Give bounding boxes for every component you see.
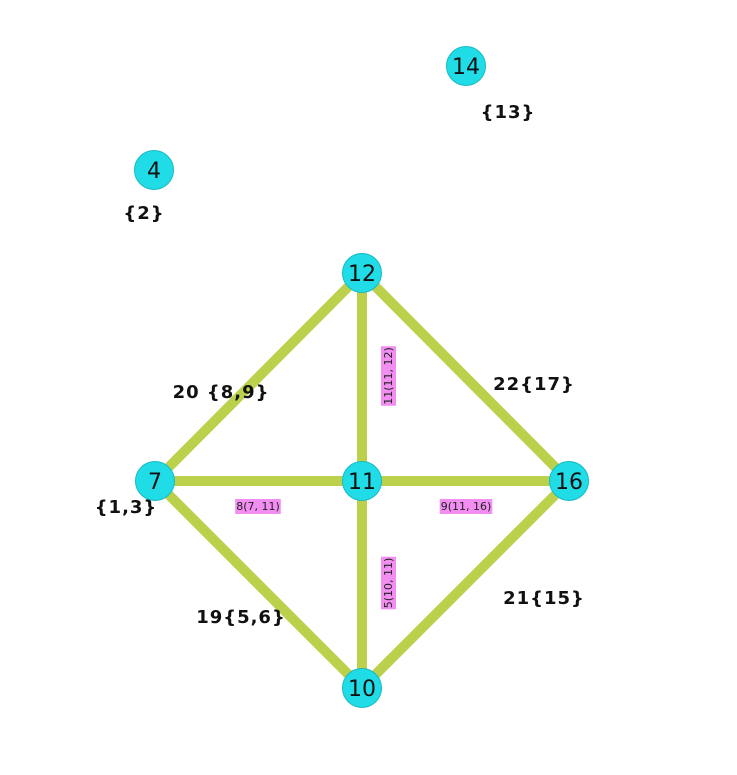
node-circle: [134, 150, 174, 190]
node-circle: [135, 461, 175, 501]
edge-tag: 5(10, 11): [381, 556, 396, 610]
node-circle: [342, 668, 382, 708]
edge-e16-10: [357, 476, 574, 693]
edge-tag: 11(11, 12): [381, 346, 396, 406]
node-set-label: {13}: [481, 102, 536, 123]
node-10[interactable]: 10: [342, 668, 382, 708]
edge-tag-text: 8(7, 11): [236, 500, 280, 513]
node-14[interactable]: 14: [446, 46, 486, 86]
edge-label: 22{17}: [493, 374, 575, 395]
nodes-layer: 14 4 12 7 11 16 10: [134, 46, 589, 708]
node-label: 4: [147, 159, 161, 184]
node-11[interactable]: 11: [342, 461, 382, 501]
node-4[interactable]: 4: [134, 150, 174, 190]
edge-label: 21{15}: [503, 588, 585, 609]
node-circle: [342, 461, 382, 501]
edge-tag-text: 11(11, 12): [382, 347, 395, 405]
edge-tag-background: [439, 499, 493, 514]
node-set-label: {1,3}: [95, 497, 158, 518]
edge-tag-background: [381, 556, 396, 610]
edge-tag: 9(11, 16): [439, 499, 493, 514]
edge-tag: 8(7, 11): [235, 499, 281, 514]
node-16[interactable]: 16: [549, 461, 589, 501]
node-label: 12: [348, 262, 376, 287]
node-label: 14: [452, 55, 480, 80]
edge-e12-16: [357, 268, 574, 486]
node-circle: [446, 46, 486, 86]
node-7[interactable]: 7: [135, 461, 175, 501]
node-label: 7: [148, 470, 162, 495]
edges-layer: [150, 268, 574, 693]
edge-tag-background: [235, 499, 281, 514]
edge-tag-background: [381, 346, 396, 406]
edge-e7-12: [150, 268, 367, 486]
edge-label: 20 {8,9}: [173, 382, 270, 403]
labels-layer: {13} {2} {1,3} 20 {8,9} 22{17} 21{15} 19{5,6} 1…: [95, 102, 585, 628]
node-label: 16: [555, 470, 583, 495]
node-circle: [342, 253, 382, 293]
edge-tag-text: 5(10, 11): [382, 558, 395, 609]
node-circle: [549, 461, 589, 501]
node-label: 11: [348, 470, 376, 495]
edge-e7-10: [150, 476, 367, 693]
edge-label: 19{5,6}: [196, 607, 286, 628]
node-label: 10: [348, 677, 376, 702]
edge-tag-text: 9(11, 16): [441, 500, 492, 513]
node-set-label: {2}: [123, 203, 164, 224]
node-12[interactable]: 12: [342, 253, 382, 293]
